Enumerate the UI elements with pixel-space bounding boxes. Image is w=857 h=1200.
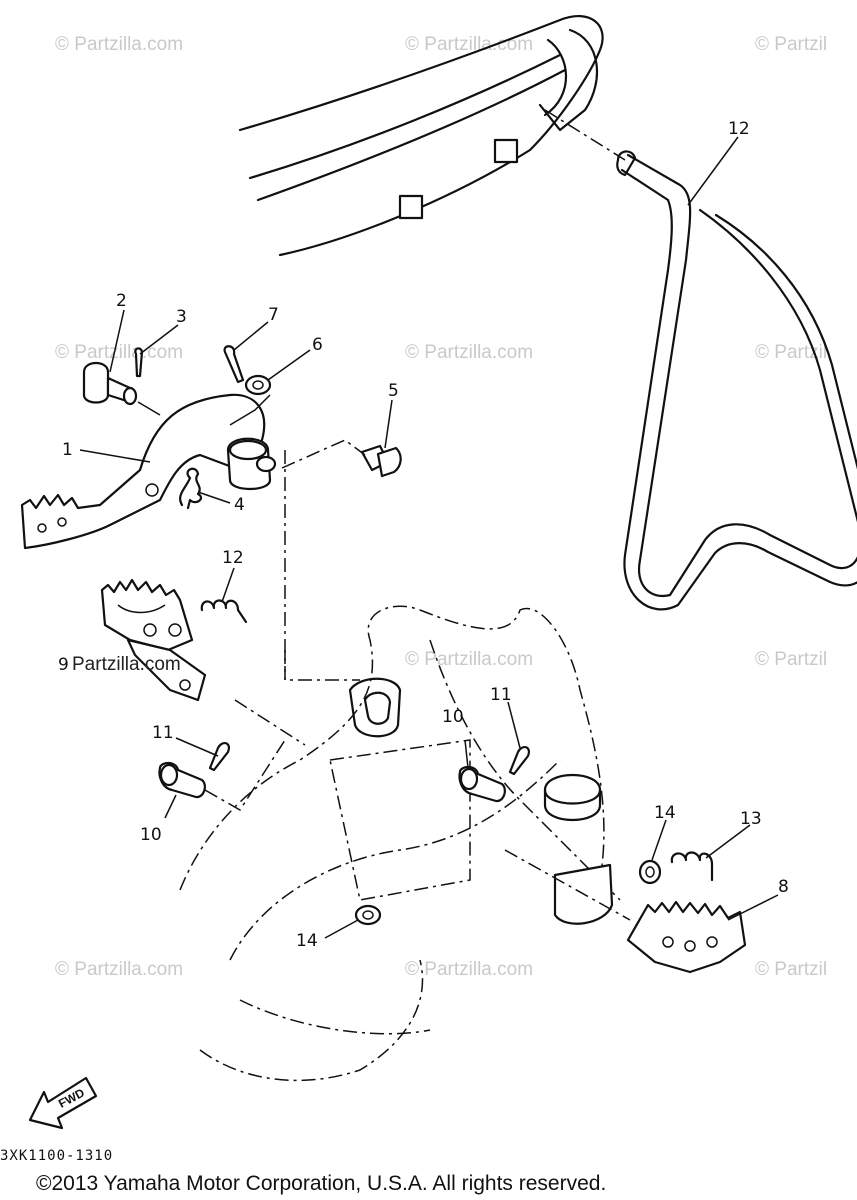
forward-arrow-icon: FWD bbox=[28, 1076, 98, 1130]
leader-lines bbox=[79, 136, 779, 939]
assembly-line bbox=[204, 739, 286, 812]
callout-11: 11 bbox=[152, 723, 174, 743]
watermark: © Partzil bbox=[755, 34, 827, 55]
watermarks: © Partzilla.com © Partzilla.com © Partzi… bbox=[55, 34, 827, 980]
watermark: Partzilla.com bbox=[72, 654, 181, 675]
left-footrest bbox=[100, 578, 207, 702]
footrest-pin bbox=[158, 761, 206, 799]
callout-8: 8 bbox=[778, 877, 789, 897]
footrest-spring bbox=[200, 599, 248, 624]
right-footrest bbox=[626, 900, 747, 974]
clevis-pin bbox=[281, 439, 402, 478]
footrest-washer bbox=[354, 904, 382, 926]
watermark: © Partzil bbox=[755, 959, 827, 980]
callout-6: 6 bbox=[312, 335, 323, 355]
watermark: © Partzilla.com bbox=[405, 34, 533, 55]
cotter-pin bbox=[134, 347, 144, 378]
callout-4: 4 bbox=[234, 495, 245, 515]
stand bbox=[544, 109, 857, 611]
callout-9: 9 bbox=[58, 655, 69, 675]
callout-13: 12 bbox=[728, 119, 750, 139]
callout-14: 14 bbox=[296, 931, 318, 951]
footrest-washer bbox=[638, 859, 662, 885]
watermark: © Partzil bbox=[755, 649, 827, 670]
callouts: 2 3 7 6 5 1 4 12 9 11 10 10 11 14 13 8 1… bbox=[58, 119, 789, 951]
watermark: © Partzilla.com bbox=[55, 959, 183, 980]
rear-fender bbox=[238, 15, 604, 257]
frame-outline bbox=[179, 450, 631, 1082]
callout-1: 1 bbox=[62, 440, 73, 460]
brake-pedal bbox=[20, 393, 277, 550]
footrest-pin bbox=[458, 765, 506, 803]
callout-12: 12 bbox=[222, 548, 244, 568]
cotter-pin bbox=[208, 742, 230, 772]
callout-11: 11 bbox=[490, 685, 512, 705]
cotter-pin bbox=[508, 746, 530, 776]
watermark: © Partzilla.com bbox=[405, 649, 533, 670]
return-spring bbox=[179, 467, 203, 510]
fender-mount-tab bbox=[493, 138, 519, 164]
footrest-spring bbox=[670, 851, 714, 882]
pivot-bolt bbox=[82, 361, 161, 416]
watermark: © Partzilla.com bbox=[405, 342, 533, 363]
callout-5: 5 bbox=[388, 381, 399, 401]
callout-2: 2 bbox=[116, 291, 127, 311]
callout-10: 10 bbox=[140, 825, 162, 845]
fender-mount-tab bbox=[398, 194, 424, 220]
cotter-pin bbox=[223, 345, 245, 384]
copyright-notice: ©2013 Yamaha Motor Corporation, U.S.A. A… bbox=[36, 1172, 606, 1195]
diagram-code: 3XK1100-1310 bbox=[0, 1148, 113, 1164]
watermark: © Partzil bbox=[755, 342, 827, 363]
watermark: © Partzilla.com bbox=[55, 342, 183, 363]
callout-7: 7 bbox=[268, 305, 279, 325]
callout-3: 3 bbox=[176, 307, 187, 327]
watermark: © Partzilla.com bbox=[405, 959, 533, 980]
callout-12: 13 bbox=[740, 809, 762, 829]
callout-14: 14 bbox=[654, 803, 676, 823]
callout-10: 10 bbox=[442, 707, 464, 727]
watermark: © Partzilla.com bbox=[55, 34, 183, 55]
washer bbox=[229, 374, 272, 426]
